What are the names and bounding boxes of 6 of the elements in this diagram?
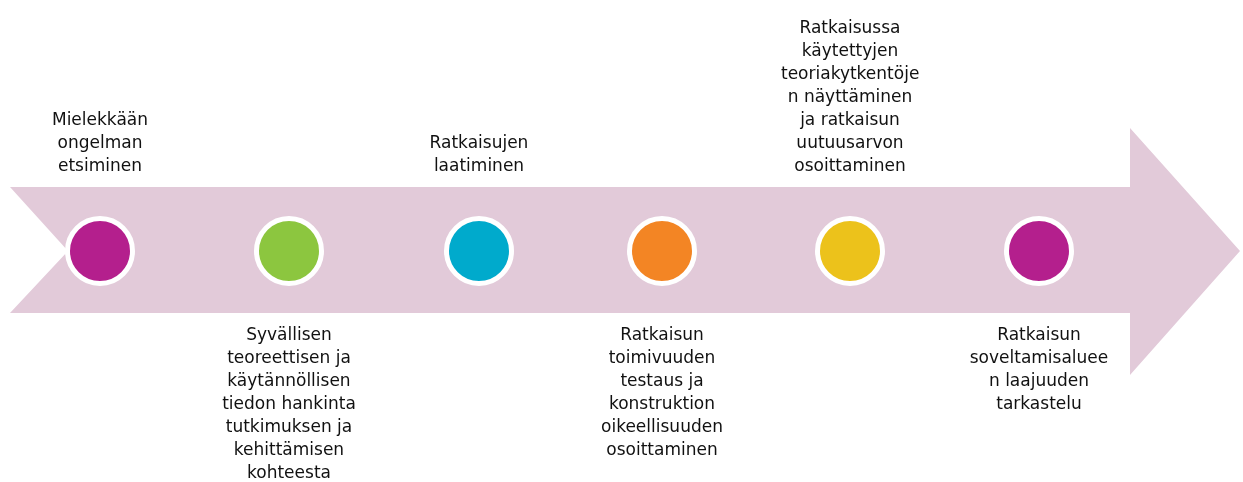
step-label: Syvällisen teoreettisen ja käytännöllisen tiedon hankinta tutkimuksen ja kehittämisen kohteesta [221,323,357,482]
step-label: Ratkaisussa käytettyjen teoriakytkentöje n näyttäminen ja ratkaisun uutuusarvon osoittaminen [781,16,919,177]
step-label: Ratkaisun toimivuuden testaus ja konstruktion oikeellisuuden osoittaminen [600,323,724,461]
step-label: Ratkaisun soveltamisaluee n laajuuden tarkastelu [968,323,1110,415]
step-label: Mielekkään ongelman etsiminen [50,108,149,177]
step-label: Ratkaisujen laatiminen [428,131,530,177]
